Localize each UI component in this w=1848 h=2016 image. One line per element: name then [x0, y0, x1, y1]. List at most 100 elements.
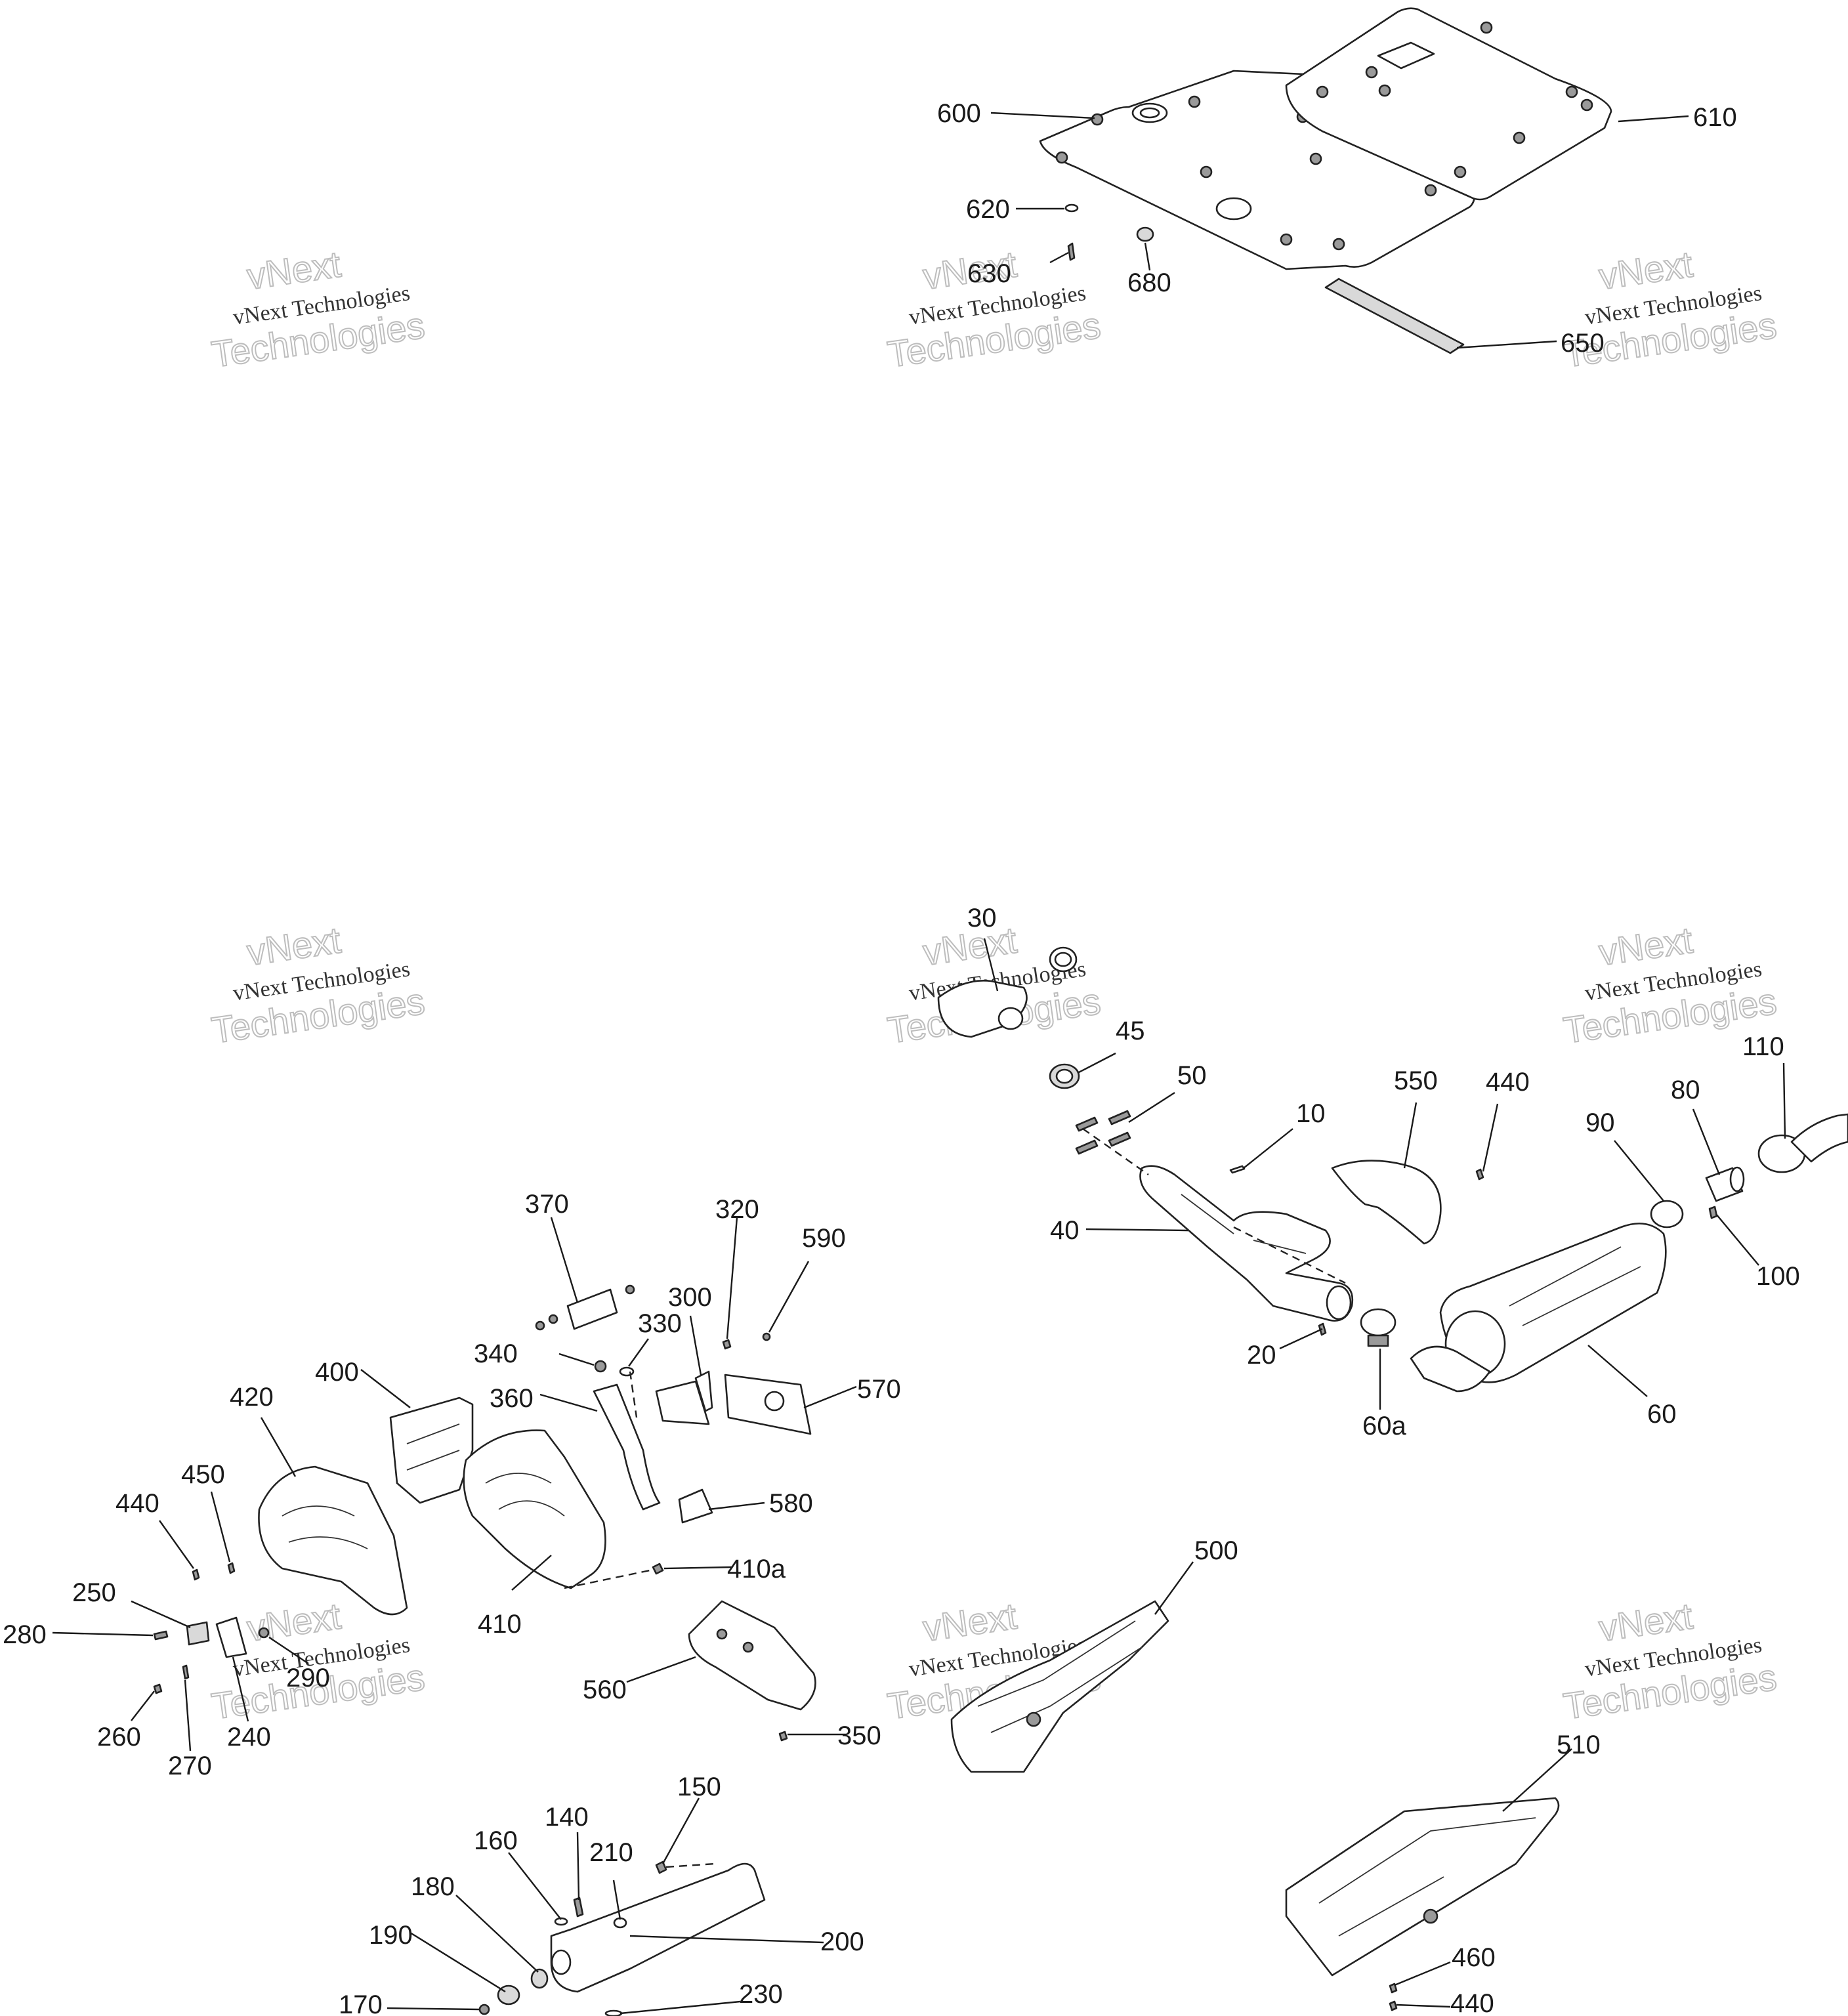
- gasket-10: [1229, 1165, 1246, 1174]
- label-10: 10: [1296, 1099, 1326, 1128]
- label-140: 140: [545, 1803, 589, 1832]
- label-190: 190: [369, 1921, 413, 1950]
- bracket-300: [655, 1370, 713, 1425]
- label-440-bottom: 440: [1450, 1989, 1494, 2016]
- label-680: 680: [1127, 268, 1171, 297]
- label-410: 410: [478, 1610, 522, 1639]
- label-60a: 60a: [1362, 1412, 1406, 1440]
- label-80: 80: [1671, 1076, 1700, 1104]
- label-460: 460: [1452, 1943, 1496, 1972]
- screw-210: [613, 1917, 627, 1929]
- label-200: 200: [820, 1927, 864, 1956]
- watermark-1: vNext vNext Technologies Technologies: [208, 242, 427, 375]
- label-510: 510: [1557, 1731, 1601, 1759]
- screw-440-left: [192, 1568, 200, 1581]
- label-260: 260: [97, 1723, 141, 1752]
- heat-shield-570: [724, 1374, 812, 1435]
- label-60: 60: [1647, 1400, 1677, 1429]
- spacer-250: [186, 1621, 210, 1646]
- watermark-line1: vNext: [1596, 243, 1695, 297]
- label-550: 550: [1394, 1066, 1438, 1095]
- label-160: 160: [474, 1826, 518, 1855]
- screw-460: [1389, 1983, 1398, 1994]
- label-20: 20: [1247, 1341, 1276, 1370]
- fastener-630: [1067, 242, 1076, 261]
- label-180: 180: [411, 1872, 455, 1901]
- label-170: 170: [339, 1990, 383, 2016]
- label-440-left: 440: [116, 1489, 159, 1518]
- label-150: 150: [677, 1773, 721, 1801]
- heat-shield-360: [593, 1383, 661, 1511]
- bolt-150: [655, 1860, 667, 1874]
- plate-610-fasteners: [1316, 21, 1593, 178]
- label-590: 590: [802, 1224, 846, 1253]
- watermark-9: vNext vNext Technologies Technologies: [1560, 1594, 1779, 1727]
- label-500: 500: [1194, 1536, 1238, 1565]
- label-45: 45: [1116, 1017, 1145, 1045]
- nut-340: [594, 1360, 607, 1373]
- muffler-60: [1410, 1223, 1667, 1393]
- label-570: 570: [857, 1375, 901, 1404]
- watermark-4: vNext vNext Technologies Technologies: [208, 918, 427, 1051]
- heat-shield-550: [1331, 1160, 1442, 1245]
- screw-320: [722, 1339, 732, 1350]
- spring-270: [182, 1664, 190, 1680]
- heat-shield-400: [389, 1396, 474, 1504]
- label-280: 280: [3, 1620, 47, 1649]
- label-450: 450: [181, 1460, 225, 1489]
- label-100: 100: [1756, 1262, 1800, 1291]
- heat-shield-420: [258, 1465, 408, 1616]
- grommet-180: [530, 1968, 549, 1989]
- bracket-580: [678, 1488, 713, 1524]
- label-320: 320: [715, 1195, 759, 1224]
- label-370: 370: [525, 1190, 569, 1219]
- label-600: 600: [937, 99, 981, 128]
- fastener-620: [1064, 203, 1079, 213]
- springs-50: [1075, 1110, 1131, 1155]
- tailpipe-80: [1705, 1166, 1745, 1202]
- nut-170: [478, 2004, 490, 2015]
- label-30: 30: [967, 904, 997, 933]
- watermark-line1: vNext: [244, 243, 343, 297]
- screw-450: [227, 1562, 236, 1574]
- washer-230: [604, 2009, 623, 2016]
- watermark-line1: vNext: [244, 919, 343, 973]
- label-410a: 410a: [727, 1555, 786, 1584]
- label-420: 420: [230, 1383, 274, 1412]
- label-360: 360: [490, 1384, 534, 1413]
- label-250: 250: [72, 1578, 116, 1607]
- label-300: 300: [668, 1283, 712, 1312]
- pad-650: [1324, 278, 1465, 354]
- watermark-line1: vNext: [920, 1595, 1019, 1648]
- clamp-60a: [1360, 1308, 1396, 1347]
- label-350: 350: [837, 1721, 881, 1750]
- clip-410a: [652, 1563, 664, 1575]
- label-270: 270: [168, 1752, 212, 1780]
- label-290: 290: [286, 1664, 330, 1692]
- leader-lines: [52, 112, 1786, 2015]
- label-240: 240: [227, 1723, 271, 1752]
- gasket-45: [1049, 1063, 1080, 1089]
- label-440-top: 440: [1486, 1068, 1530, 1097]
- washer-160: [554, 1917, 568, 1926]
- grommet-680: [1136, 226, 1154, 242]
- label-230: 230: [739, 1980, 783, 2009]
- skid-plate-610: [1285, 7, 1612, 201]
- gasket-90: [1650, 1200, 1684, 1228]
- label-90: 90: [1586, 1108, 1615, 1137]
- label-110: 110: [1742, 1032, 1784, 1061]
- bolt-280: [153, 1630, 169, 1641]
- bolt-140: [573, 1897, 584, 1918]
- nut-290: [258, 1627, 270, 1639]
- heat-shield-510: [1285, 1797, 1560, 1977]
- bracket-370: [535, 1284, 635, 1331]
- callout-labels: 600 610 620 630 680 650 30 45 50 10 550 …: [3, 99, 1800, 2016]
- watermark-line1: vNext: [244, 1595, 343, 1648]
- exhaust-flange-30: [937, 946, 1078, 1038]
- screw-260: [153, 1683, 163, 1694]
- label-630: 630: [967, 259, 1011, 288]
- screw-440-bottom: [1389, 2000, 1398, 2011]
- label-610: 610: [1693, 103, 1737, 132]
- watermark-line1: vNext: [1596, 919, 1695, 973]
